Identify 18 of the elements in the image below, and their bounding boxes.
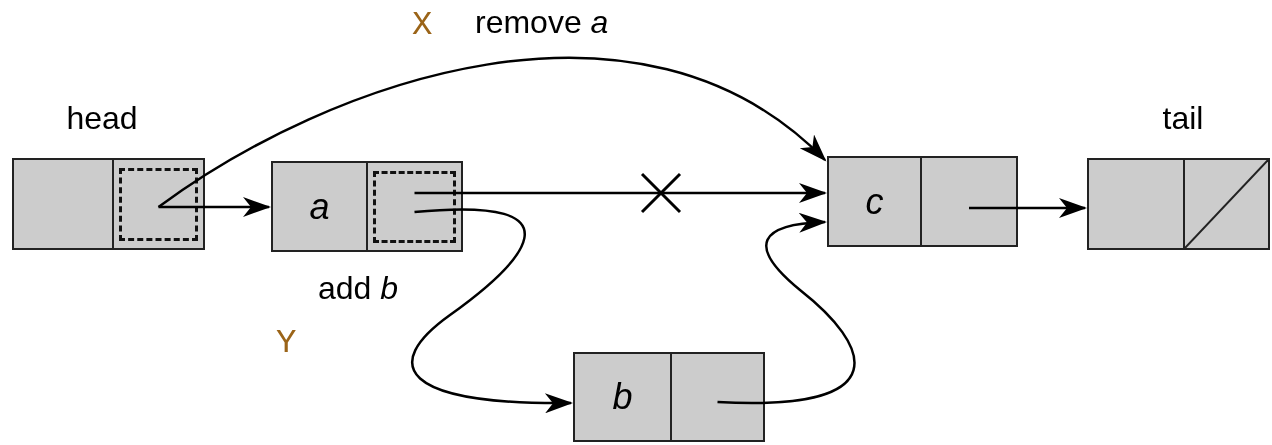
list-node — [573, 352, 765, 442]
list-node — [271, 161, 463, 252]
arrow — [717, 213, 856, 405]
arrow — [414, 183, 827, 203]
node-caption: tail — [1161, 102, 1205, 134]
step-marker: X — [412, 8, 433, 42]
step-label: add b — [318, 272, 399, 304]
node-label: c — [865, 183, 884, 220]
node-label: b — [612, 379, 633, 415]
arrow — [157, 57, 827, 209]
arrow — [158, 197, 271, 217]
step-marker: Y — [276, 326, 297, 360]
step-label: remove a — [475, 6, 609, 38]
node-label: a — [309, 188, 330, 225]
node-caption: head — [65, 102, 139, 134]
arrow — [969, 198, 1087, 218]
arrow — [411, 208, 573, 413]
list-node — [827, 156, 1018, 247]
